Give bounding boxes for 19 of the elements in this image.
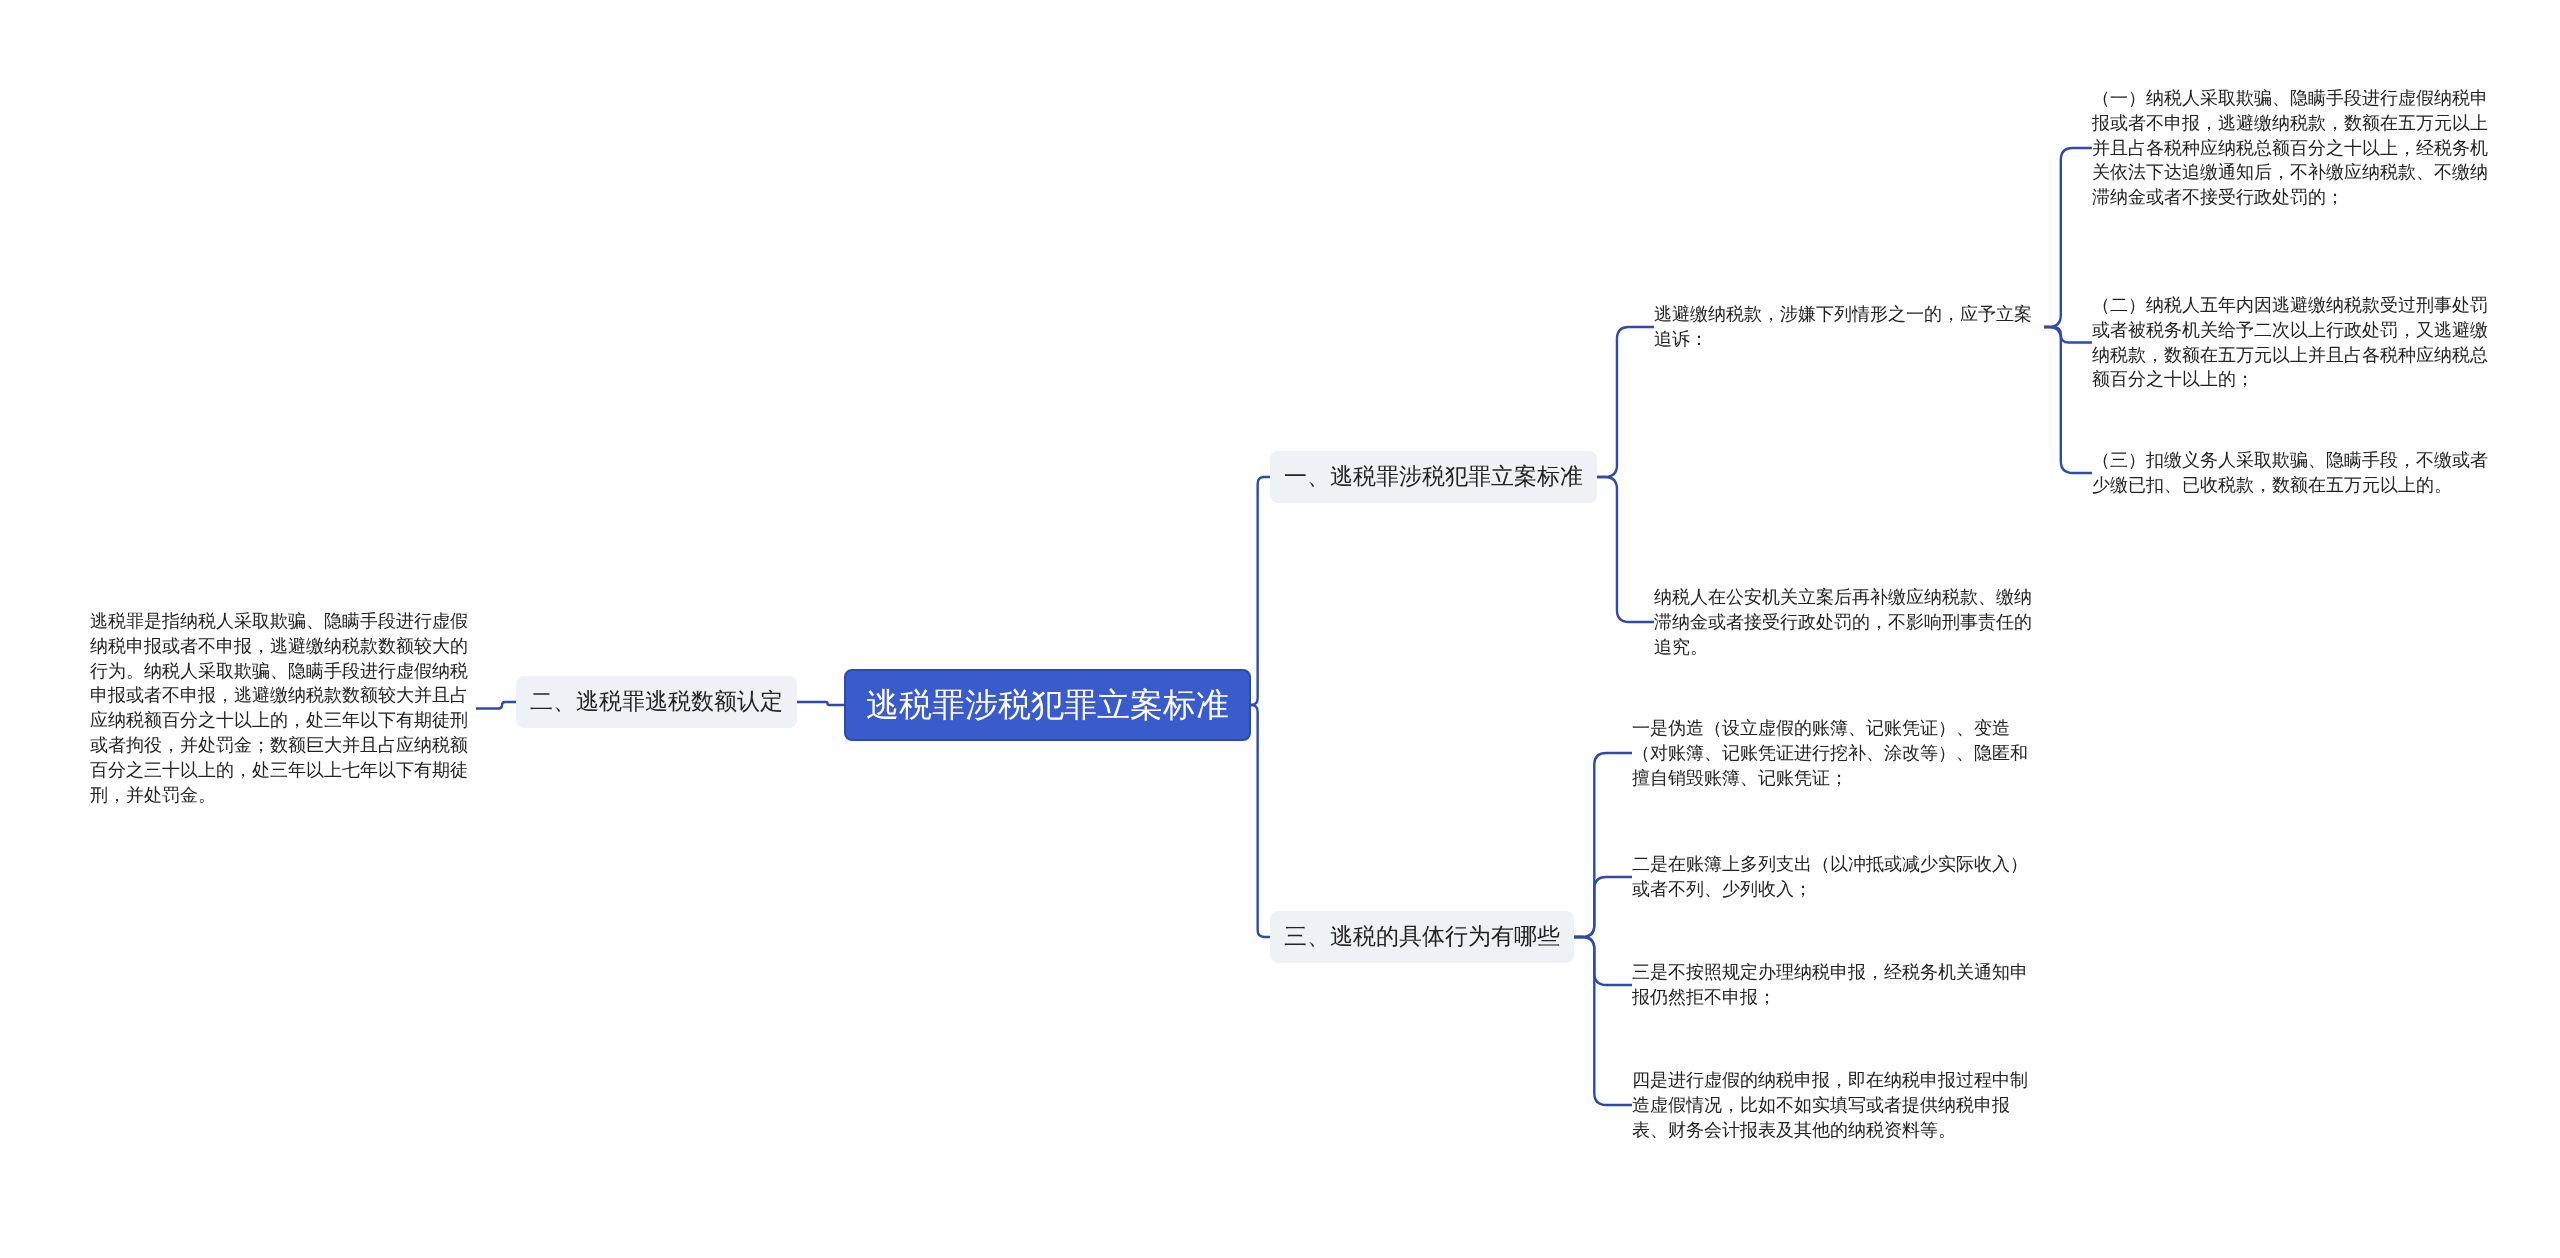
text-note: （二）纳税人五年内因逃避缴纳税款受过刑事处罚或者被税务机关给予二次以上行政处罚，又逃避缴纳税款，数额在五万元以上并且占各税种应纳税总额百分之十以上的；: [2092, 293, 2488, 393]
branch-topic: 三、逃税的具体行为有哪些: [1270, 911, 1574, 963]
text-note: 一是伪造（设立虚假的账簿、记账凭证）、变造（对账簿、记账凭证进行挖补、涂改等）、隐匿和擅自销毁账簿、记账凭证；: [1632, 716, 2028, 791]
connector-line: [1597, 475, 1654, 624]
text-note: 纳税人在公安机关立案后再补缴应纳税款、缴纳滞纳金或者接受行政处罚的，不影响刑事责任的追究。: [1654, 585, 2044, 660]
central-topic: 逃税罪涉税犯罪立案标准: [844, 669, 1251, 741]
text-note: 逃税罪是指纳税人采取欺骗、隐瞒手段进行虚假纳税申报或者不申报，逃避缴纳税款数额较大的行为。纳税人采取欺骗、隐瞒手段进行虚假纳税申报或者不申报，逃避缴纳税款数额较大并且占应纳税额百分之十以上的，处三年以下有期徒刑或者拘役，并处罚金；数额巨大并且占应纳税额百分之三十以上的，处三年以上七年以下有期徒刑，并处罚金。: [90, 609, 476, 808]
connector-line: [797, 700, 844, 707]
text-note: （三）扣缴义务人采取欺骗、隐瞒手段，不缴或者少缴已扣、已收税款，数额在五万元以上的。: [2092, 448, 2488, 498]
text-note: 四是进行虚假的纳税申报，即在纳税申报过程中制造虚假情况，比如不如实填写或者提供纳税申报表、财务会计报表及其他的纳税资料等。: [1632, 1068, 2028, 1143]
text-note: 三是不按照规定办理纳税申报，经税务机关通知申报仍然拒不申报；: [1632, 960, 2028, 1010]
connector-line: [476, 700, 516, 710]
branch-topic: 二、逃税罪逃税数额认定: [516, 676, 797, 728]
text-note: 二是在账簿上多列支出（以冲抵或减少实际收入）或者不列、少列收入；: [1632, 852, 2028, 902]
connector-line: [1249, 703, 1270, 939]
text-note: （一）纳税人采取欺骗、隐瞒手段进行虚假纳税申报或者不申报，逃避缴纳税款，数额在五万元以上并且占各税种应纳税总额百分之十以上，经税务机关依法下达追缴通知后，不补缴应纳税款、不缴纳滞纳金或者不接受行政处罚的；: [2092, 86, 2488, 211]
branch-topic: 一、逃税罪涉税犯罪立案标准: [1270, 451, 1597, 503]
connector-line: [1574, 935, 1632, 1107]
text-note: 逃避缴纳税款，涉嫌下列情形之一的，应予立案追诉：: [1654, 302, 2044, 352]
